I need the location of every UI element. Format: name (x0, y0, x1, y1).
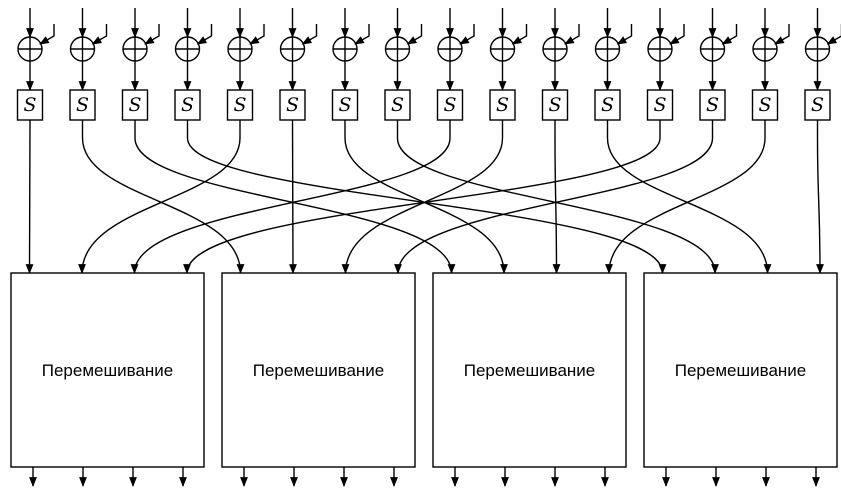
sbox-label: S (443, 94, 456, 116)
key-arrow (301, 24, 318, 45)
sbox: S (804, 89, 831, 121)
xor-icon (647, 24, 685, 62)
sbox: S (279, 89, 306, 121)
sbox-label: S (706, 94, 719, 116)
permutation-wire (183, 120, 661, 274)
permutation-wire (186, 120, 667, 274)
sbox: S (489, 89, 516, 121)
output-arrows (29, 467, 820, 487)
permutation-wire (130, 120, 451, 274)
sbox-label: S (496, 94, 509, 116)
permutation-wire (341, 120, 504, 274)
sbox: S (751, 89, 779, 121)
mixing-block: Перемешивание (432, 272, 627, 468)
permutation-wire (25, 119, 34, 274)
key-arrow (354, 24, 370, 45)
sbox: S (699, 89, 726, 121)
key-arrow (144, 24, 160, 45)
sbox-label: S (286, 94, 299, 116)
key-arrow (249, 24, 265, 45)
xor-icon (699, 24, 738, 62)
sbox-label: S (601, 94, 614, 116)
key-arrow (406, 24, 423, 45)
mixing-block-label: Перемешивание (42, 361, 174, 380)
sbox-label: S (76, 94, 89, 116)
sbox: S (646, 89, 674, 121)
sbox: S (384, 89, 411, 121)
sbox-label: S (548, 94, 561, 116)
xor-icon (437, 24, 475, 62)
sbox: S (226, 89, 254, 121)
permutation-wire (134, 120, 456, 274)
mixing-block: Перемешивание (643, 272, 838, 468)
key-arrow (196, 24, 213, 45)
key-arrow (511, 24, 528, 45)
key-arrow (459, 24, 475, 45)
sbox: S (594, 89, 621, 121)
key-arrow (39, 24, 55, 45)
xor-icon (174, 24, 213, 62)
permutation-wire (396, 120, 719, 274)
permutation-wire (605, 120, 766, 274)
sbox: S (541, 89, 569, 121)
sbox: S (436, 89, 464, 121)
mixing-blocks: Перемешивание Перемешивание Перемешивание П… (10, 272, 838, 468)
mixing-block: Перемешивание (221, 272, 416, 468)
permutation-wire (289, 119, 297, 274)
key-arrow (721, 24, 738, 45)
permutation-wire (344, 120, 508, 274)
xor-icon (227, 24, 265, 62)
xor-icon (384, 24, 423, 62)
sbox-label: S (653, 94, 666, 116)
permutation-wire (816, 120, 824, 274)
mixing-block-label: Перемешивание (464, 361, 596, 380)
xor-icon (594, 24, 633, 62)
sbox-label: S (23, 94, 36, 116)
sbox-label: S (181, 94, 194, 116)
sbox: S (16, 89, 44, 121)
xor-icon (69, 24, 108, 62)
sbox-label: S (233, 94, 246, 116)
permutation-wire (81, 120, 245, 274)
key-arrow (616, 24, 633, 45)
permutation-wires (25, 119, 824, 274)
sbox: S (331, 89, 359, 121)
sbox-label: S (338, 94, 351, 116)
mixing-block-label: Перемешивание (675, 361, 807, 380)
permutation-wire (606, 120, 772, 274)
input-arrows (26, 8, 822, 38)
key-arrow (669, 24, 685, 45)
mixing-block: Перемешивание (10, 272, 205, 468)
mixing-block-label: Перемешивание (253, 361, 385, 380)
sbox-label: S (128, 94, 141, 116)
xor-icon (489, 24, 528, 62)
key-arrow (826, 24, 841, 45)
xor-icon (332, 24, 370, 62)
key-arrow (564, 24, 580, 45)
key-arrow (91, 24, 108, 45)
xor-icon (542, 24, 580, 62)
sbox: S (121, 89, 149, 121)
sbox: S (174, 89, 201, 121)
xor-icon (17, 24, 55, 62)
permutation-wire (78, 120, 241, 274)
xor-icon (122, 24, 160, 62)
xor-icon (804, 24, 841, 62)
key-arrow (774, 24, 790, 45)
xor-row (17, 24, 841, 91)
xor-icon (279, 24, 318, 62)
sbox: S (69, 89, 96, 121)
sbox-label: S (811, 94, 824, 116)
permutation-wire (394, 120, 714, 274)
xor-icon (752, 24, 790, 62)
permutation-wire (552, 120, 561, 274)
sbox-label: S (391, 94, 404, 116)
sbox-label: S (758, 94, 771, 116)
